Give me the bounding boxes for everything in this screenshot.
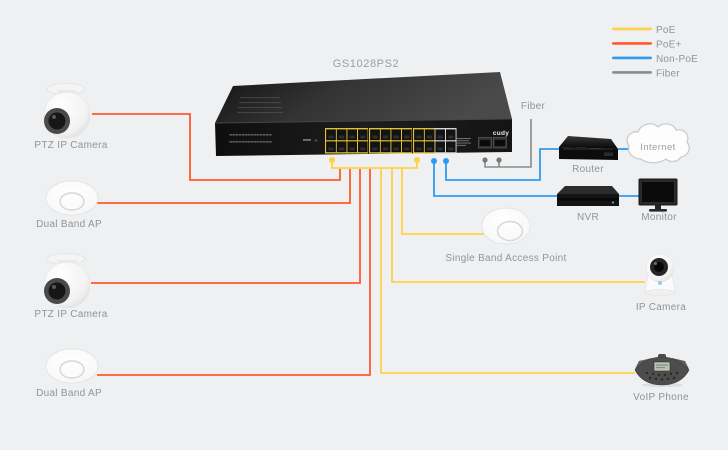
label-internet: Internet <box>640 142 675 153</box>
legend-swatch-fiber <box>612 71 652 74</box>
switch-port-bank-2 <box>369 128 412 154</box>
fiber-port-dots <box>482 157 502 163</box>
cable-dual-band-ap-1 <box>97 169 351 204</box>
switch-model-title: GS1028PS2 <box>333 58 400 70</box>
legend-label-fiber: Fiber <box>656 69 680 80</box>
fiber-label: Fiber <box>521 101 546 112</box>
poe-dot-right <box>414 157 420 163</box>
label-ptz-ip-camera-2: PTZ IP Camera <box>34 309 107 320</box>
switch-led-grid <box>229 133 272 143</box>
cable-ptz-camera-1 <box>92 113 341 181</box>
legend: PoE PoE+ Non-PoE Fiber <box>612 25 698 80</box>
label-dual-band-ap-1: Dual Band AP <box>36 219 102 230</box>
poe-plus-cables <box>91 113 371 376</box>
poe-port-dots <box>329 157 420 163</box>
camera-status-led <box>658 281 662 285</box>
switch-front-bevel <box>214 118 513 124</box>
phone-keypad <box>645 371 679 381</box>
cable-single-band-ap <box>401 168 484 235</box>
fiber-dot-1 <box>482 157 488 163</box>
phone-display <box>653 361 671 372</box>
label-dual-band-ap-2: Dual Band AP <box>36 388 102 399</box>
switch-port-bank-1 <box>325 128 368 154</box>
router <box>559 136 618 160</box>
switch-top-vents <box>237 97 283 114</box>
poe-cables <box>331 160 645 374</box>
voip-phone <box>634 354 690 388</box>
cable-ip-camera <box>391 168 645 283</box>
ptz-ip-camera-1 <box>43 83 91 139</box>
ptz-ip-camera-2 <box>43 253 91 309</box>
non-poe-dot-1 <box>431 158 437 164</box>
switch-spec-text <box>456 138 471 146</box>
cable-voip-phone <box>380 168 635 374</box>
label-ptz-ip-camera-1: PTZ IP Camera <box>34 140 107 151</box>
switch-top-face <box>215 72 512 123</box>
label-nvr: NVR <box>577 212 599 223</box>
non-poe-dot-2 <box>443 158 449 164</box>
label-single-band-access-point: Single Band Access Point <box>445 253 566 264</box>
nvr <box>557 186 619 206</box>
switch-reset-area <box>303 139 318 142</box>
legend-label-poe-plus: PoE+ <box>656 40 682 51</box>
switch-port-bank-3 <box>413 128 457 154</box>
poe-port-bracket <box>331 160 418 169</box>
legend-label-non-poe: Non-PoE <box>656 54 698 65</box>
cable-ptz-camera-2 <box>91 169 361 284</box>
camera-lens <box>48 112 66 130</box>
label-ip-camera: IP Camera <box>636 302 686 313</box>
cable-router <box>445 148 559 181</box>
sfp-port-2-slot <box>494 140 505 146</box>
label-router: Router <box>572 164 604 175</box>
monitor <box>638 178 678 212</box>
legend-swatch-poe-plus <box>612 42 652 45</box>
legend-swatch-poe <box>612 27 652 31</box>
camera-lens <box>48 282 66 300</box>
legend-label-poe: PoE <box>656 25 676 36</box>
sfp-port-1-slot <box>479 140 491 146</box>
switch-sfp-ports <box>478 137 507 149</box>
label-monitor: Monitor <box>641 212 677 223</box>
dual-band-ap-2 <box>45 348 99 384</box>
single-band-access-point <box>481 207 531 245</box>
dual-band-ap-1 <box>45 180 99 216</box>
switch-gs1028ps2: GS1028PS2 <box>214 58 513 156</box>
non-poe-cables <box>433 148 640 197</box>
legend-swatch-non-poe <box>612 56 652 60</box>
poe-dot-left <box>329 157 335 163</box>
internet-cloud: Internet <box>626 123 690 164</box>
fiber-dot-2 <box>496 157 502 163</box>
non-poe-port-dots <box>431 158 449 164</box>
fiber-bracket <box>484 119 532 168</box>
label-voip-phone: VoIP Phone <box>633 392 689 403</box>
ip-camera <box>644 253 676 296</box>
cable-dual-band-ap-2 <box>97 169 371 376</box>
switch-brand-logo: cudy <box>493 130 509 137</box>
cable-nvr <box>433 161 557 197</box>
